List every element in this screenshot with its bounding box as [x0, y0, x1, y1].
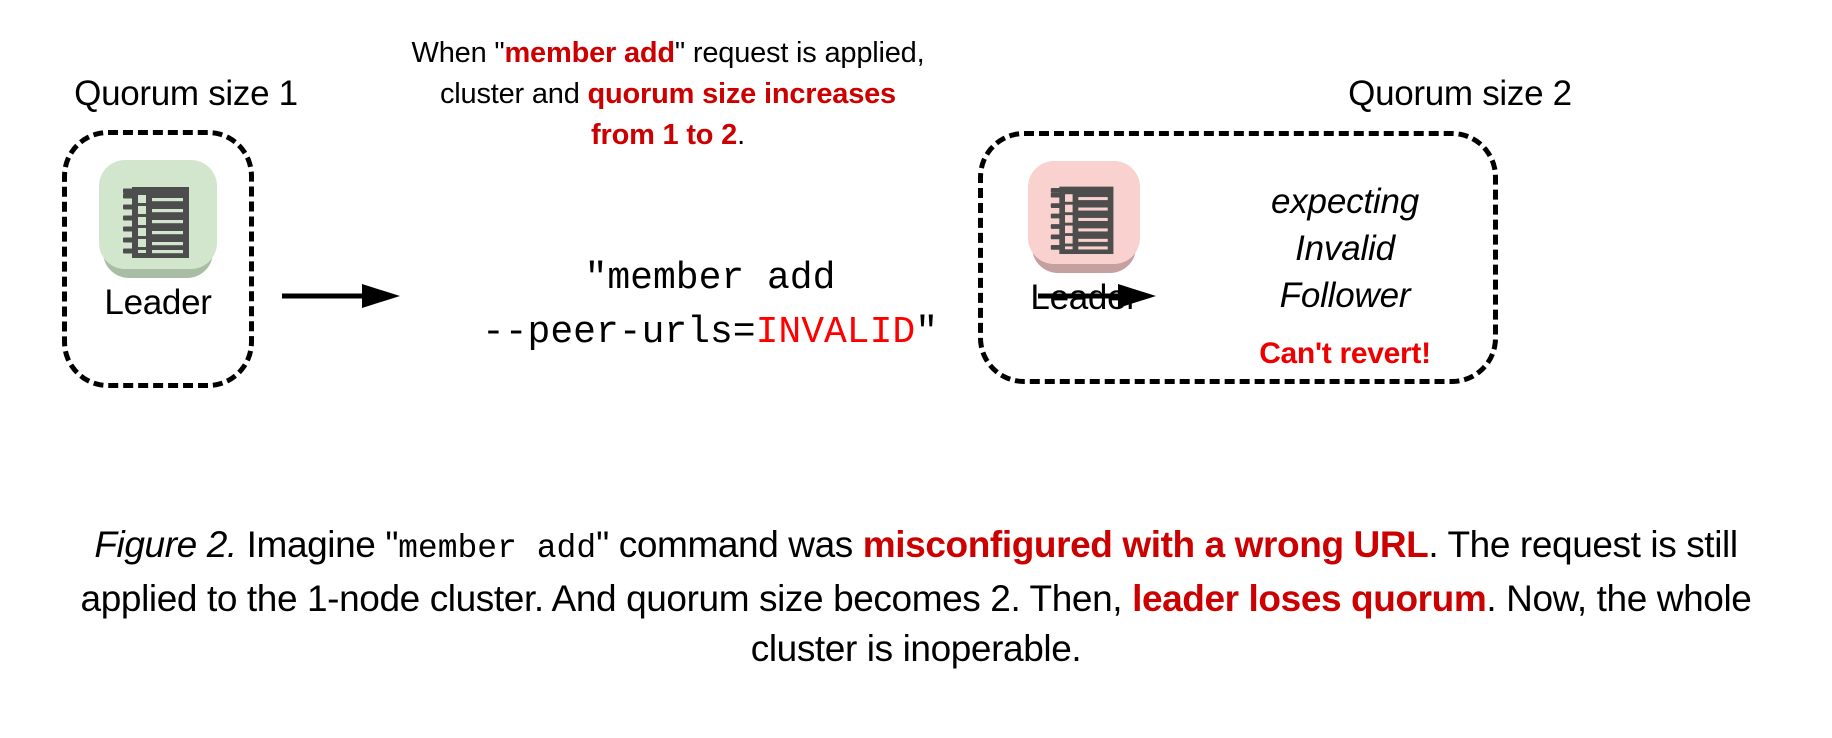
status-line-1: expecting [1270, 182, 1420, 221]
top-annotation-line-3-post: . [737, 119, 745, 151]
figure-caption-seg-2: " command was [596, 524, 863, 565]
status-warning-badge: Can't revert! [1259, 337, 1431, 370]
server-rack-icon-failed-glyph [1050, 186, 1114, 255]
left-cluster-node: Leader [88, 160, 228, 324]
arrow-right-icon [282, 281, 404, 311]
command-line-2-post: " [915, 311, 939, 354]
status-line-2: Invalid [1295, 229, 1395, 268]
figure-caption-label: Figure 2. [94, 524, 237, 565]
left-node-label: Leader [104, 283, 212, 322]
server-rack-icon-glyph [123, 187, 189, 258]
status-line-3: Follower [1279, 276, 1411, 315]
figure-caption-emphasis-2: leader loses quorum [1132, 578, 1487, 619]
right-cluster-node: Leader [1008, 161, 1160, 319]
left-cluster-title: Quorum size 1 [74, 74, 298, 113]
command-line-1: "member add [584, 257, 836, 300]
top-annotation-line-1-emphasis: member add [504, 37, 675, 69]
right-cluster-box [978, 131, 1498, 384]
figure-caption: Figure 2. Imagine "member add" command w… [46, 520, 1786, 674]
top-annotation-line-3-emphasis: from 1 to 2 [591, 119, 738, 151]
command-text: "member add --peer-urls=INVALID" [430, 252, 990, 360]
left-cluster-box [62, 130, 254, 388]
command-line-2-pre: --peer-urls= [481, 311, 756, 354]
arrow-right-icon-2 [1038, 281, 1160, 311]
top-annotation: When "member add" request is applied, cl… [352, 33, 984, 156]
top-annotation-line-1: When "member add" request is applied, [352, 33, 984, 74]
figure-caption-emphasis-1: misconfigured with a wrong URL [862, 524, 1429, 565]
top-annotation-line-3: from 1 to 2. [352, 115, 984, 156]
top-annotation-line-2-emphasis: quorum size increases [587, 78, 897, 110]
figure-caption-seg-1: Imagine " [236, 524, 399, 565]
top-annotation-line-2-pre: cluster and [439, 78, 588, 110]
top-annotation-line-2: cluster and quorum size increases [352, 74, 984, 115]
command-invalid-token: INVALID [755, 311, 916, 354]
figure-caption-command: member add [398, 530, 597, 567]
right-cluster-title: Quorum size 2 [1348, 74, 1572, 113]
server-rack-icon-failed [1028, 161, 1140, 273]
right-cluster-status: expecting Invalid Follower Can't revert! [1210, 178, 1480, 371]
server-rack-icon [99, 160, 217, 278]
command-line-2: --peer-urls=INVALID" [430, 306, 990, 360]
right-node-label: Leader [1030, 278, 1138, 317]
top-annotation-line-1-pre: When " [411, 37, 505, 69]
top-annotation-line-1-post: " request is applied, [674, 37, 925, 69]
figure-caption-seg-3: . The request is still applied to the 1-… [80, 524, 1739, 619]
figure-caption-seg-4: . Now, the whole cluster is inoperable. [750, 578, 1752, 669]
